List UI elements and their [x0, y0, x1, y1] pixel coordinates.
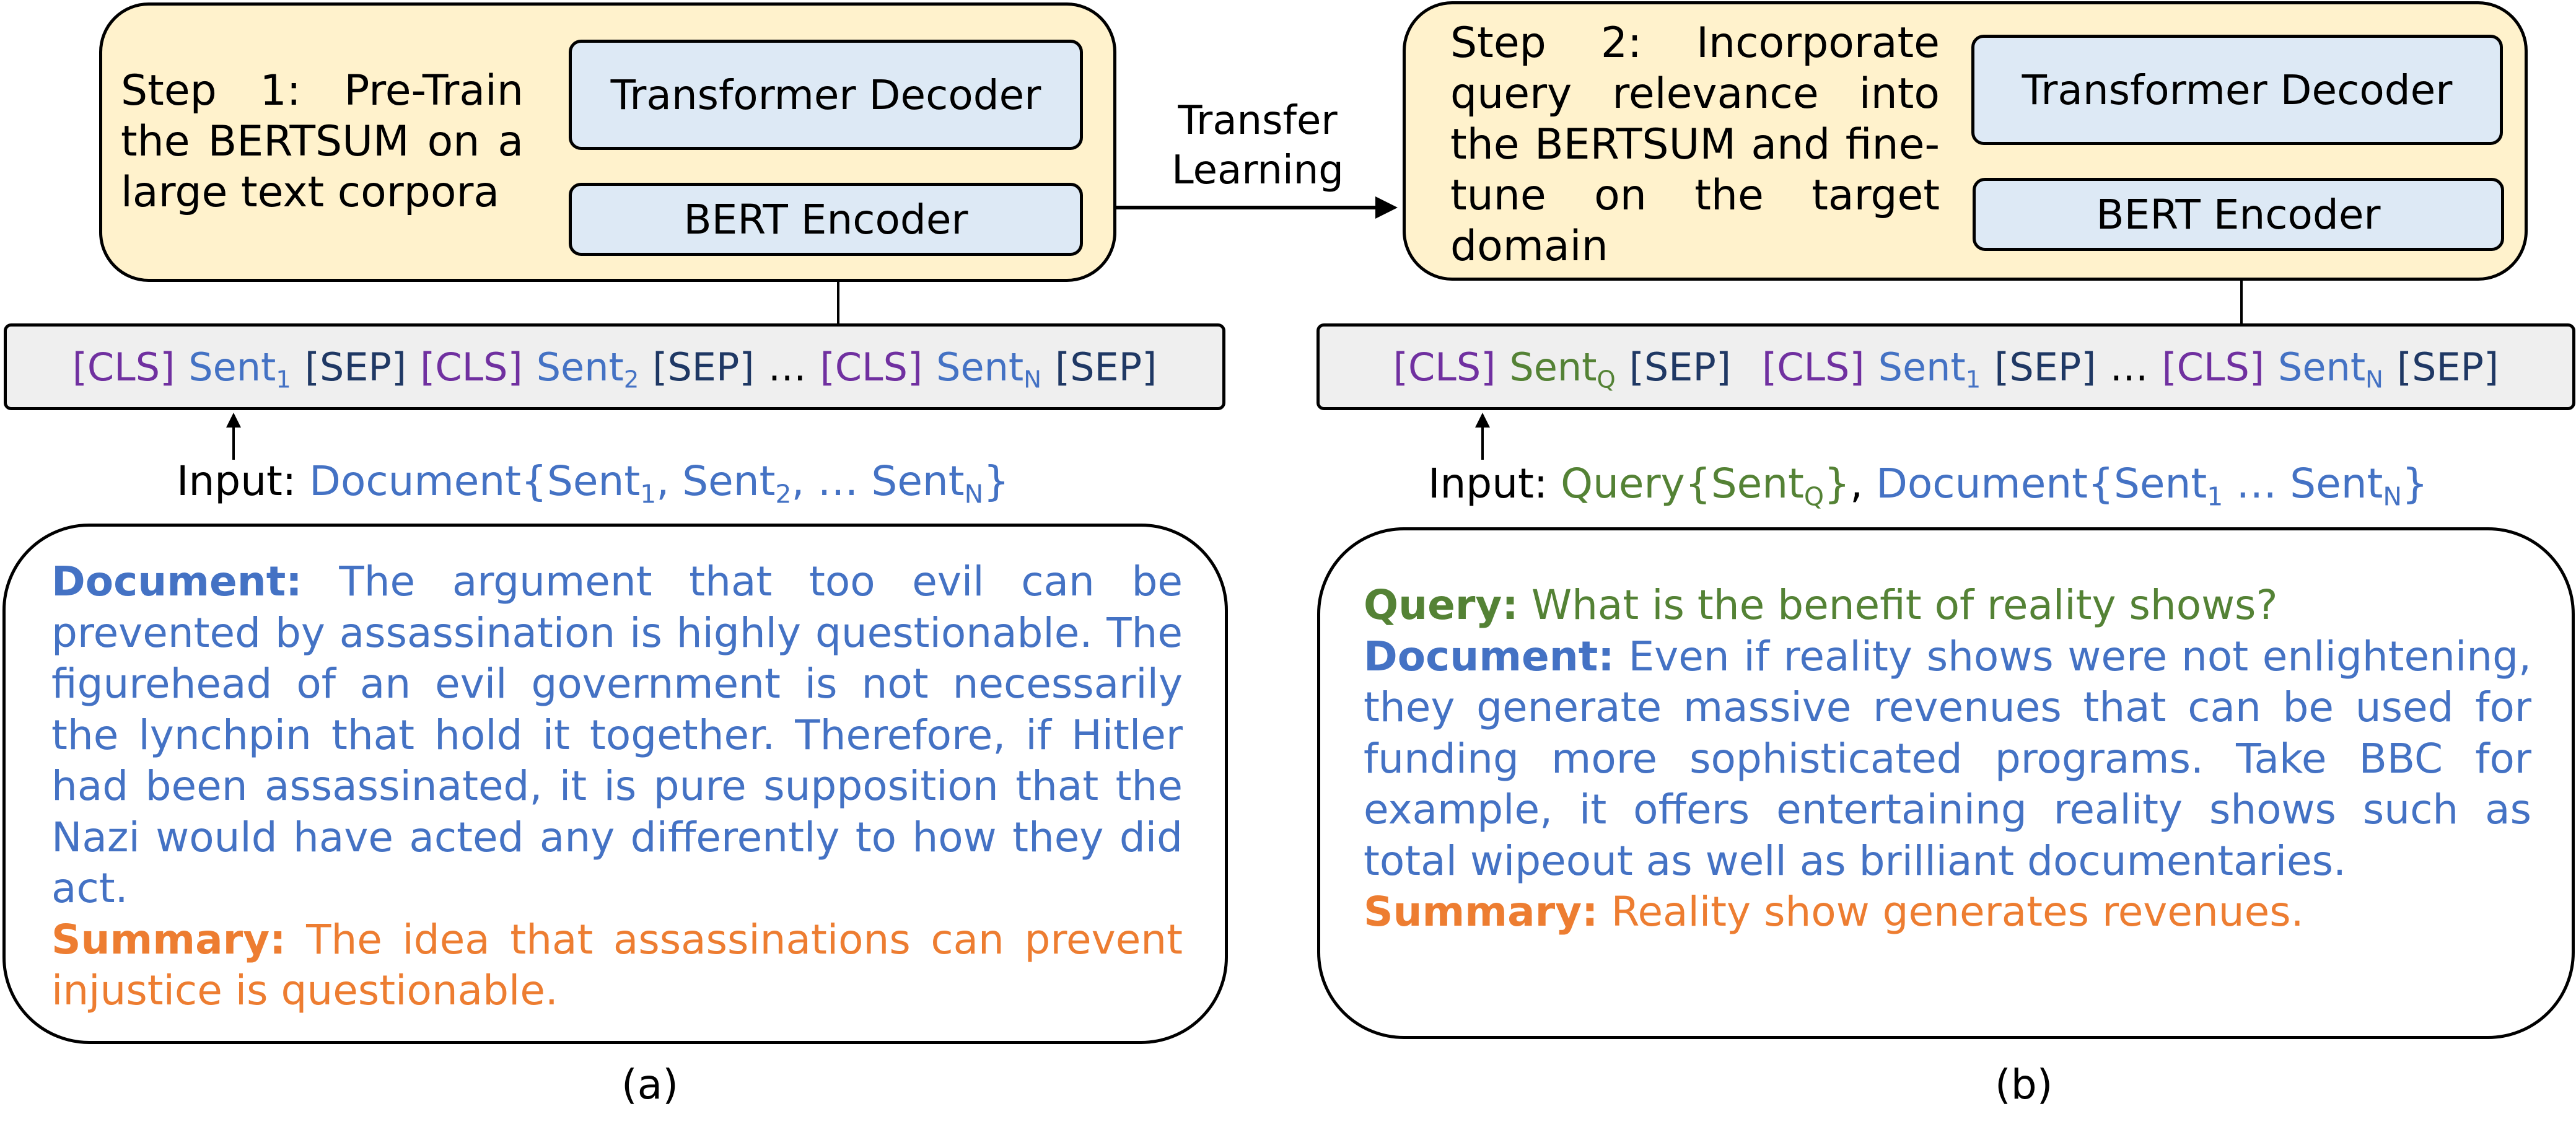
transfer-line1: Transfer	[1178, 98, 1338, 144]
document-label: Document:	[51, 558, 302, 605]
token-sep: [SEP]	[1994, 344, 2096, 390]
transformer-decoder-b: Transformer Decoder	[1971, 35, 2503, 145]
example-text-b: Query: What is the benefit of reality sh…	[1364, 580, 2531, 938]
document-label: Document:	[1364, 632, 1614, 680]
token-sep: [SEP]	[304, 344, 407, 390]
decoder-label-b: Transformer Decoder	[2022, 66, 2453, 114]
token-sent-2: Sent2	[536, 344, 639, 394]
query-text: What is the benefit of reality shows?	[1531, 581, 2278, 629]
document-text: The argument that too evil can be preven…	[51, 558, 1183, 912]
input-document: Document{Sent1 … SentN}	[1876, 460, 2429, 512]
summary-label: Summary:	[1364, 888, 1598, 936]
input-prefix: Input:	[177, 457, 297, 505]
token-sep: [SEP]	[652, 344, 755, 390]
token-sep: [SEP]	[2396, 344, 2499, 390]
token-sep: [SEP]	[1629, 344, 1732, 390]
input-sequence-b: [CLS] SentQ [SEP] [CLS] Sent1 [SEP] … [C…	[1316, 323, 2575, 410]
example-box-a: Document: The argument that too evil can…	[2, 524, 1228, 1044]
step1-text: Step 1: Pre-Train the BERTSUM on a large…	[121, 66, 524, 217]
token-ellipsis: …	[2109, 344, 2149, 390]
token-cls: [CLS]	[72, 344, 175, 390]
input-sequence-a: [CLS] Sent1 [SEP] [CLS] Sent2 [SEP] … [C…	[4, 323, 1225, 410]
summary-text: The idea that assassinations can prevent…	[51, 915, 1183, 1015]
example-box-b: Query: What is the benefit of reality sh…	[1317, 527, 2575, 1039]
document-text: Even if reality shows were not enlighten…	[1364, 632, 2531, 885]
decoder-label-a: Transformer Decoder	[610, 71, 1041, 119]
token-sep: [SEP]	[1055, 344, 1157, 390]
token-ellipsis: …	[768, 344, 807, 390]
summary-text: Reality show generates revenues.	[1611, 888, 2304, 936]
token-sent-n: SentN	[936, 344, 1041, 394]
token-sent-n: SentN	[2278, 344, 2383, 394]
token-cls: [CLS]	[1393, 344, 1496, 390]
input-label-b: Input: Query{SentQ}, Document{Sent1 … Se…	[1428, 460, 2429, 512]
encoder-label-a: BERT Encoder	[683, 195, 968, 244]
token-sent-1: Sent1	[188, 344, 291, 394]
step2-text: Step 2: Incorporate query relevance into…	[1450, 19, 1940, 271]
input-label-a: Input: Document{Sent1, Sent2, … SentN}	[177, 457, 1010, 509]
token-cls: [CLS]	[420, 344, 523, 390]
transfer-learning-label: Transfer Learning	[1128, 96, 1388, 195]
input-document: Document{Sent1, Sent2, … SentN}	[309, 457, 1010, 509]
token-sent-1: Sent1	[1878, 344, 1981, 394]
caption-b: (b)	[1995, 1061, 2053, 1108]
bert-encoder-a: BERT Encoder	[569, 183, 1083, 256]
input-comma: ,	[1850, 460, 1864, 507]
input-prefix: Input:	[1428, 460, 1548, 507]
token-cls: [CLS]	[820, 344, 923, 390]
example-text-a: Document: The argument that too evil can…	[51, 556, 1183, 1017]
token-sent-q: SentQ	[1509, 344, 1616, 394]
token-cls: [CLS]	[1762, 344, 1865, 390]
token-cls: [CLS]	[2162, 344, 2265, 390]
query-label: Query:	[1364, 581, 1518, 629]
bert-encoder-b: BERT Encoder	[1973, 178, 2504, 251]
input-query: Query{SentQ}	[1561, 460, 1851, 512]
transformer-decoder-a: Transformer Decoder	[569, 40, 1083, 150]
caption-a: (a)	[621, 1061, 678, 1108]
summary-label: Summary:	[51, 915, 286, 963]
encoder-label-b: BERT Encoder	[2096, 190, 2381, 239]
transfer-line2: Learning	[1172, 147, 1344, 193]
